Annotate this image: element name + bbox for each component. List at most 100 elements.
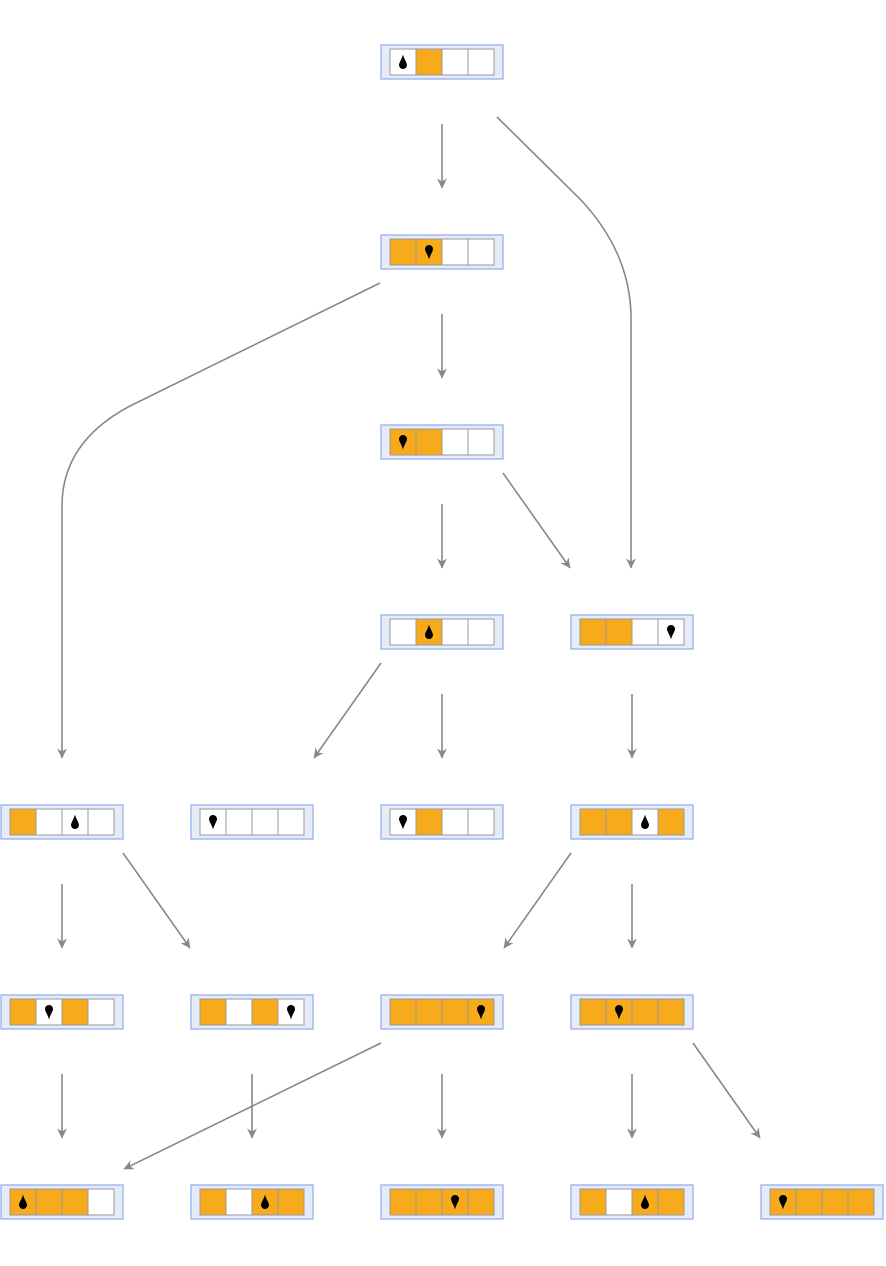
tape-cell xyxy=(9,808,37,836)
teardrop-head-icon xyxy=(209,815,217,830)
teardrop-head-icon xyxy=(667,625,675,640)
tape-cell xyxy=(441,998,469,1026)
tape-cell xyxy=(657,808,685,836)
tape-cell xyxy=(579,1188,607,1216)
tape-cell xyxy=(225,1188,253,1216)
state-node-r5c1 xyxy=(190,994,314,1030)
edge-r5c3-to-r6c4 xyxy=(692,1042,761,1139)
tape-cell xyxy=(631,998,659,1026)
state-node-r1c2 xyxy=(380,234,504,270)
tape-cell xyxy=(277,1188,305,1216)
state-node-r5c3 xyxy=(570,994,694,1030)
tape-cell xyxy=(415,1188,443,1216)
teardrop-head-icon xyxy=(399,54,407,69)
tape-cell xyxy=(277,808,305,836)
tape-cell xyxy=(389,618,417,646)
teardrop-head-icon xyxy=(641,814,649,829)
tape-cell xyxy=(415,998,443,1026)
teardrop-head-icon xyxy=(399,815,407,830)
tape-cell xyxy=(9,998,37,1026)
tape-cell xyxy=(657,1188,685,1216)
tape-cell xyxy=(467,48,495,76)
state-node-r6c4 xyxy=(760,1184,884,1220)
tape-cell xyxy=(389,998,417,1026)
tape-cell xyxy=(467,238,495,266)
edges xyxy=(57,116,761,1170)
state-node-r4c2 xyxy=(380,804,504,840)
tape-cell xyxy=(389,808,417,836)
tape-cell xyxy=(467,428,495,456)
tape-cell xyxy=(389,1188,417,1216)
tape-cell xyxy=(225,808,253,836)
tape-cell xyxy=(251,808,279,836)
tape-cell xyxy=(467,618,495,646)
tape-cell xyxy=(847,1188,875,1216)
teardrop-head-icon xyxy=(779,1195,787,1210)
state-node-r6c0 xyxy=(0,1184,124,1220)
teardrop-head-icon xyxy=(261,1194,269,1209)
state-node-r6c3 xyxy=(570,1184,694,1220)
tape-cell xyxy=(467,1188,495,1216)
tape-cell xyxy=(657,998,685,1026)
tape-cell xyxy=(389,428,417,456)
tape-cell xyxy=(579,998,607,1026)
tape-cell xyxy=(35,808,63,836)
edge-r5c2-to-r6c0 xyxy=(123,1042,382,1170)
state-node-r3c3 xyxy=(570,614,694,650)
tape-cell xyxy=(199,998,227,1026)
tape-cell xyxy=(441,618,469,646)
edge-r2c2-to-r3c3 xyxy=(502,472,571,569)
tape-cell xyxy=(415,428,443,456)
tape-cell xyxy=(225,998,253,1026)
tape-cell xyxy=(605,618,633,646)
tape-cell xyxy=(821,1188,849,1216)
tape-cell xyxy=(795,1188,823,1216)
tape-cell xyxy=(467,808,495,836)
edge-r3c2-to-r4c1 xyxy=(313,662,382,759)
teardrop-head-icon xyxy=(425,624,433,639)
teardrop-head-icon xyxy=(451,1195,459,1210)
tape-cell xyxy=(441,808,469,836)
nodes xyxy=(0,44,884,1220)
state-node-r6c2 xyxy=(380,1184,504,1220)
state-node-r4c3 xyxy=(570,804,694,840)
tape-cell xyxy=(605,808,633,836)
teardrop-head-icon xyxy=(425,245,433,260)
tape-cell xyxy=(631,618,659,646)
tape-cell xyxy=(415,48,443,76)
state-node-r3c2 xyxy=(380,614,504,650)
state-node-r5c2 xyxy=(380,994,504,1030)
tape-cell xyxy=(61,998,89,1026)
edge-r4c0-to-r5c1 xyxy=(122,852,191,949)
tape-cell xyxy=(251,998,279,1026)
teardrop-head-icon xyxy=(19,1194,27,1209)
tape-cell xyxy=(441,238,469,266)
edge-r4c3-to-r5c2 xyxy=(503,852,572,949)
state-node-r2c2 xyxy=(380,424,504,460)
teardrop-head-icon xyxy=(45,1005,53,1020)
teardrop-head-icon xyxy=(71,814,79,829)
tape-cell xyxy=(579,618,607,646)
state-node-r6c1 xyxy=(190,1184,314,1220)
tape-cell xyxy=(441,428,469,456)
teardrop-head-icon xyxy=(477,1005,485,1020)
edge-r0c2-to-r3c3 xyxy=(496,116,636,569)
tape-cell xyxy=(87,998,115,1026)
tape-cell xyxy=(441,48,469,76)
tape-cell xyxy=(389,238,417,266)
state-node-r4c1 xyxy=(190,804,314,840)
state-node-r5c0 xyxy=(0,994,124,1030)
tape-cell xyxy=(579,808,607,836)
tape-cell xyxy=(87,808,115,836)
edge-r1c2-to-r4c0 xyxy=(57,282,381,759)
state-node-r0c2 xyxy=(380,44,504,80)
teardrop-head-icon xyxy=(615,1005,623,1020)
tape-cell xyxy=(415,808,443,836)
tape-cell xyxy=(467,998,495,1026)
tape-cell xyxy=(605,1188,633,1216)
teardrop-head-icon xyxy=(399,435,407,450)
teardrop-head-icon xyxy=(641,1194,649,1209)
teardrop-head-icon xyxy=(287,1005,295,1020)
tape-cell xyxy=(87,1188,115,1216)
